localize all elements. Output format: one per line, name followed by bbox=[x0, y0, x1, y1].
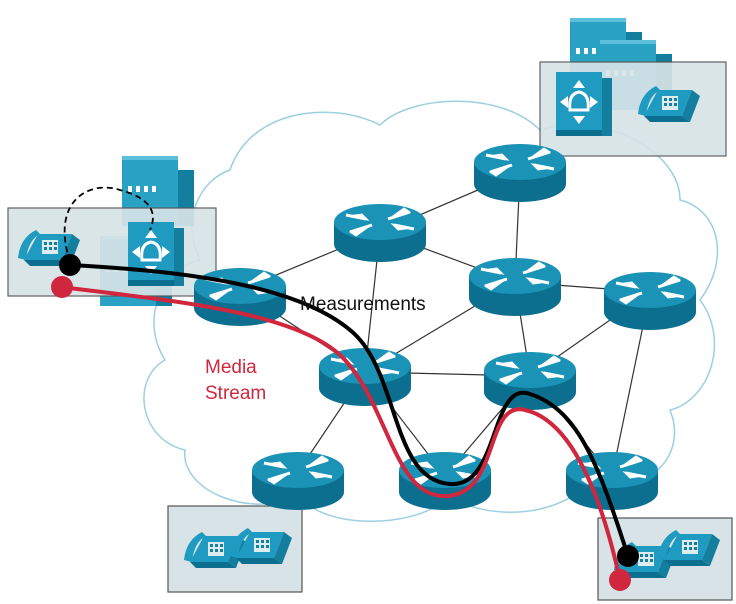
media-endpoint-left bbox=[51, 276, 73, 298]
router-icon bbox=[467, 256, 563, 318]
media-label-line1: Media bbox=[205, 357, 257, 378]
router-icon bbox=[250, 450, 346, 512]
measurement-endpoint-right bbox=[617, 545, 639, 567]
router-icon bbox=[317, 346, 413, 408]
call-manager-icon bbox=[126, 220, 186, 288]
measurements-label: Measurements bbox=[300, 294, 426, 315]
media-label-line2: Stream bbox=[205, 383, 267, 404]
measurement-endpoint-left bbox=[59, 254, 81, 276]
router-icon bbox=[472, 142, 568, 204]
router-icon bbox=[602, 270, 698, 332]
router-icon bbox=[482, 350, 578, 412]
measurement-path bbox=[68, 263, 630, 558]
site-bottom-left bbox=[167, 505, 303, 593]
call-manager-icon bbox=[554, 70, 614, 138]
media-endpoint-right bbox=[609, 569, 631, 591]
router-icon bbox=[332, 202, 428, 264]
site-left bbox=[7, 156, 217, 306]
site-top-right bbox=[539, 18, 727, 157]
media-stream-label: Media Stream bbox=[205, 355, 266, 407]
signaling-dashed-line bbox=[63, 186, 154, 263]
media-stream-path bbox=[60, 285, 622, 582]
